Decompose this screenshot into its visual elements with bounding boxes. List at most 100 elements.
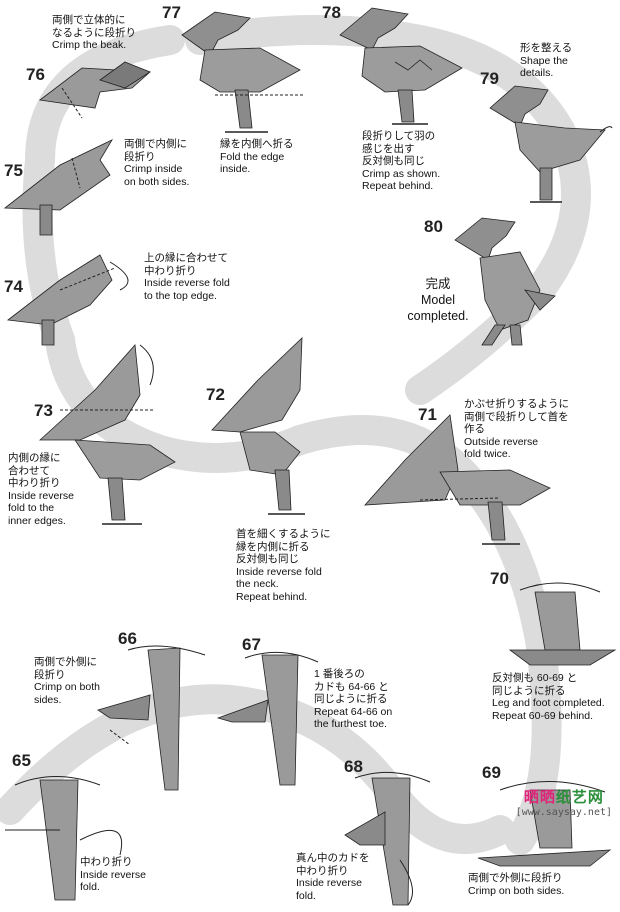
step-number-77: 77	[162, 3, 181, 22]
caption-jp: 1 番後ろの	[314, 668, 365, 680]
caption-step-70: 反対側も 60-69 と 同じように折る Leg and foot comple…	[492, 672, 605, 722]
figure-step-80: 80	[424, 217, 556, 346]
caption-jp: 完成	[425, 277, 451, 291]
caption-step-68: 真ん中のカドを 中わり折り Inside reverse fold.	[296, 852, 370, 902]
figure-step-70: 70	[490, 569, 617, 666]
caption-jp: 同じように折る	[492, 684, 566, 697]
caption-en: Shape the	[520, 54, 568, 67]
caption-en: Crimp on both sides.	[468, 884, 565, 897]
caption-jp: 反対側も同じ	[236, 553, 299, 565]
step-number-73: 73	[34, 401, 53, 420]
caption-jp: 反対側も同じ	[362, 155, 425, 167]
figure-step-66: 66	[97, 629, 206, 791]
caption-step-80: 完成 Model completed.	[398, 276, 478, 324]
caption-en: fold twice.	[464, 448, 511, 460]
caption-en: Inside reverse	[8, 489, 74, 502]
figure-step-73: 73	[34, 344, 176, 525]
caption-step-78: 段折りして羽の 感じを出す 反対側も同じ Crimp as shown. Rep…	[362, 130, 440, 193]
watermark-url: [www.saysay.net]	[515, 807, 612, 818]
caption-jp: 中わり折り	[80, 856, 133, 868]
figure-step-75: 75	[3, 139, 114, 236]
caption-jp: 首を細くするように	[236, 528, 331, 540]
watermark-title-b: 纸艺网	[555, 789, 604, 806]
caption-en: inside.	[220, 163, 251, 175]
caption-jp: 両側で外側に	[34, 656, 97, 668]
step-number-80: 80	[424, 217, 443, 236]
caption-jp: 両側で外側に段折り	[468, 872, 563, 884]
caption-step-71: かぶせ折りするように 両側で段折りして首を 作る Outside reverse…	[464, 398, 569, 461]
caption-step-75: 両側で内側に 段折り Crimp inside on both sides.	[124, 138, 189, 188]
caption-en: to the top edge.	[144, 289, 217, 302]
caption-en: Inside reverse fold	[236, 565, 322, 578]
step-number-74: 74	[4, 277, 23, 296]
figure-step-77: 77	[162, 3, 305, 133]
caption-en: fold.	[80, 881, 100, 893]
figure-step-74: 74	[4, 254, 129, 346]
caption-jp: 合わせて	[8, 464, 50, 477]
watermark: 晒晒纸艺网 [www.saysay.net]	[516, 786, 612, 818]
step-number-69: 69	[482, 763, 501, 782]
caption-step-79: 形を整える Shape the details.	[520, 42, 572, 80]
caption-en: the furthest toe.	[314, 718, 387, 730]
caption-step-66: 両側で外側に 段折り Crimp on both sides.	[34, 656, 100, 706]
caption-step-69: 両側で外側に段折り Crimp on both sides.	[468, 872, 564, 897]
caption-jp: 中わり折り	[144, 264, 197, 277]
caption-step-77-fold-edge: 縁を内側へ折る Fold the edge inside.	[220, 138, 294, 176]
caption-jp: 両側で段折りして首を	[464, 410, 569, 423]
caption-jp: 形を整える	[520, 42, 573, 54]
caption-en: the neck.	[236, 578, 279, 590]
step-number-71: 71	[418, 405, 437, 424]
figure-step-76: 76	[26, 61, 151, 119]
step-number-72: 72	[206, 385, 225, 404]
step-number-66: 66	[118, 629, 137, 648]
caption-en: Leg and foot completed.	[492, 697, 605, 709]
caption-jp: 段折り	[124, 150, 156, 163]
caption-en: on both sides.	[124, 175, 190, 188]
caption-jp: 反対側も 60-69 と	[492, 672, 578, 684]
figure-step-67: 67	[216, 635, 319, 786]
watermark-title-a: 晒晒	[523, 789, 556, 806]
step-number-65: 65	[12, 751, 31, 770]
caption-en: Crimp as shown.	[362, 167, 441, 180]
step-number-76: 76	[26, 65, 45, 84]
caption-en: Repeat behind.	[362, 180, 434, 192]
caption-en: inner edges.	[8, 514, 66, 527]
caption-step-73: 内側の縁に 合わせて 中わり折り Inside reverse fold to …	[8, 452, 74, 527]
step-number-79: 79	[480, 69, 499, 88]
figure-step-79: 79	[480, 69, 613, 203]
caption-jp: 中わり折り	[296, 864, 349, 877]
caption-en: completed.	[407, 309, 469, 323]
figure-step-68: 68	[344, 757, 431, 906]
step-number-68: 68	[344, 757, 363, 776]
caption-jp: 真ん中のカドを	[296, 852, 370, 864]
caption-en: Repeat 60-69 behind.	[492, 709, 593, 722]
caption-jp: かぶせ折りするように	[464, 398, 569, 410]
caption-en: Crimp inside	[124, 163, 183, 175]
figure-step-65: 65	[5, 751, 122, 901]
caption-jp: 段折り	[34, 668, 66, 681]
caption-step-77: 両側で立体的に なるように段折り Crimp the beak.	[52, 14, 136, 52]
caption-en: Repeat 64-66 on	[314, 705, 393, 718]
caption-jp: 感じを出す	[362, 142, 415, 155]
step-number-75: 75	[4, 161, 23, 180]
figure-step-72: 72	[206, 337, 305, 515]
caption-en: Crimp the beak.	[52, 39, 127, 51]
caption-en: sides.	[34, 693, 62, 706]
caption-en: fold to the	[8, 502, 55, 514]
caption-jp: 段折りして羽の	[362, 130, 436, 142]
caption-jp: 縁を内側に折る	[236, 540, 310, 553]
caption-en: Repeat behind.	[236, 590, 308, 603]
caption-step-74: 上の縁に合わせて 中わり折り Inside reverse fold to th…	[144, 252, 230, 302]
caption-jp: 同じように折る	[314, 693, 388, 705]
caption-jp: 縁を内側へ折る	[220, 138, 294, 150]
caption-jp: 上の縁に合わせて	[144, 252, 228, 264]
step-number-67: 67	[242, 635, 261, 654]
caption-step-67: 1 番後ろの カドも 64-66 と 同じように折る Repeat 64-66 …	[314, 668, 392, 731]
caption-step-72: 首を細くするように 縁を内側に折る 反対側も同じ Inside reverse …	[236, 528, 331, 603]
caption-en: Inside reverse	[296, 877, 362, 889]
figure-step-71: 71	[364, 405, 551, 545]
caption-en: Crimp on both	[34, 681, 100, 693]
watermark-title: 晒晒纸艺网	[516, 786, 612, 807]
caption-jp: なるように段折り	[52, 26, 136, 39]
